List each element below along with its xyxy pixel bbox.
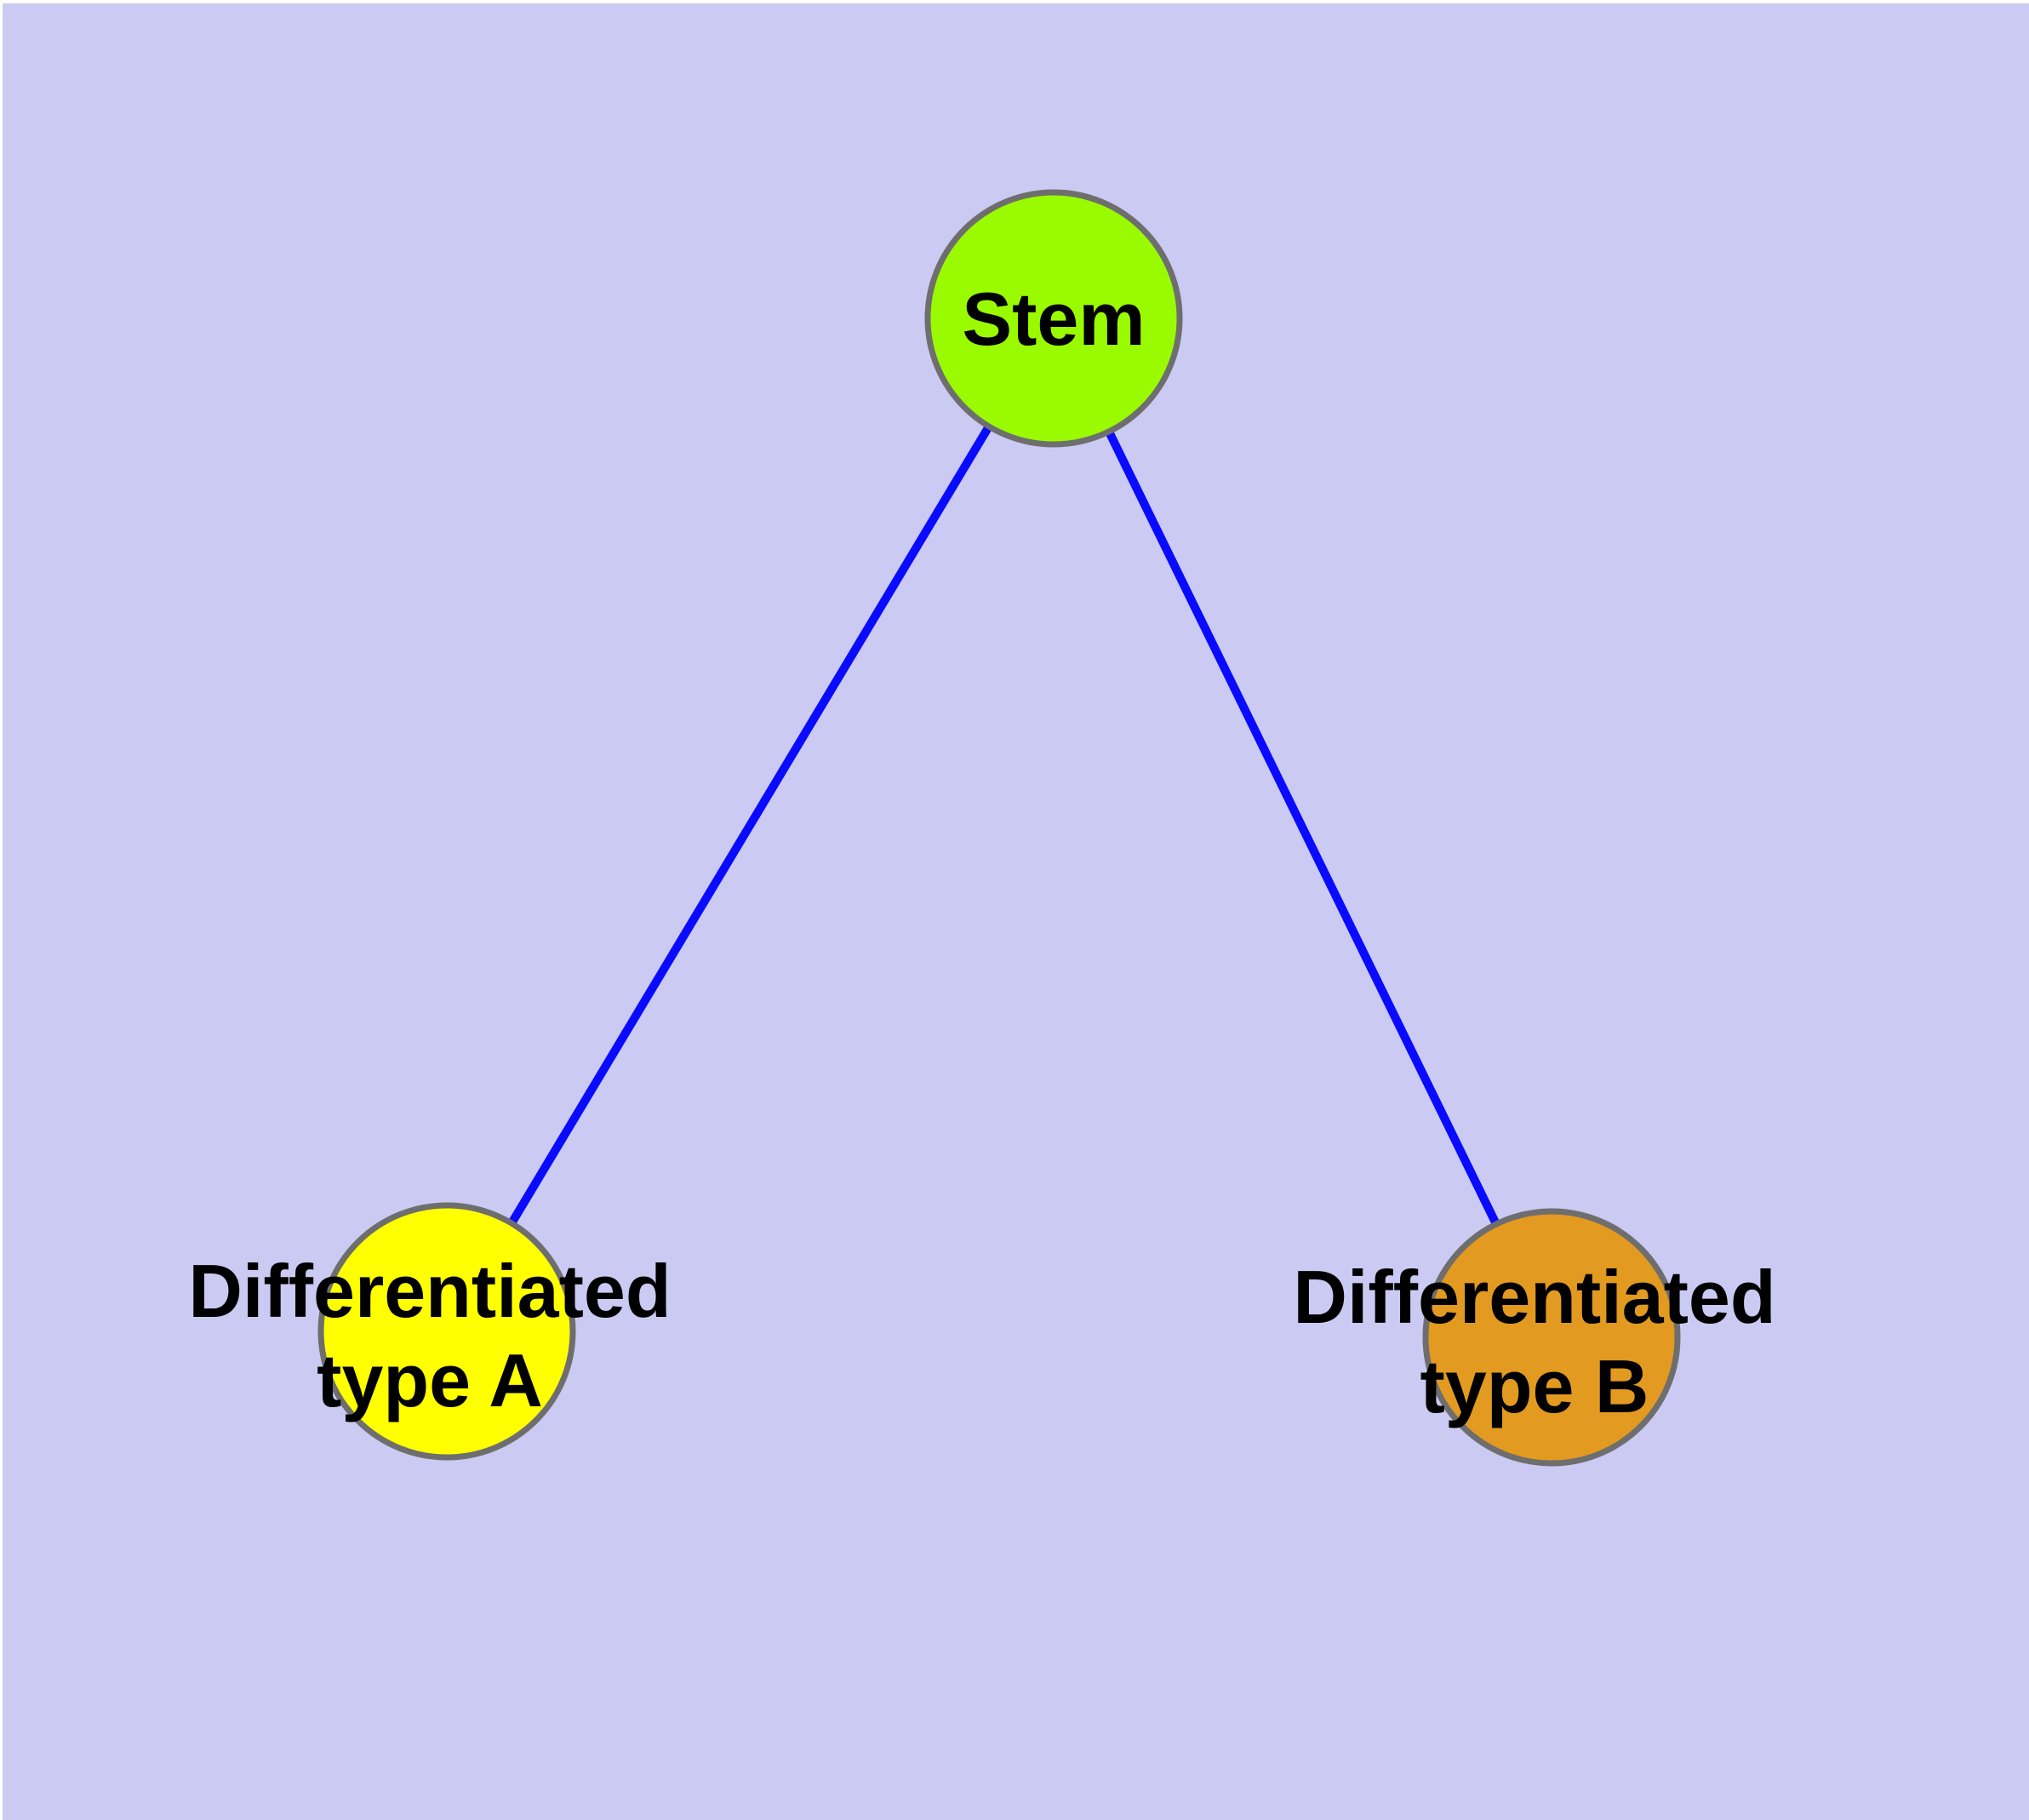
node-stem-circle [924, 189, 1183, 448]
node-type-a-circle [317, 1202, 576, 1461]
node-type-b: Differentiated type B [1293, 1208, 1776, 1467]
node-type-b-label-line1: Differentiated [1293, 1255, 1775, 1339]
node-type-b-label-line2: type B [1420, 1344, 1649, 1428]
node-type-a-label-line1: Differentiated [188, 1249, 671, 1333]
node-stem: Stem [924, 189, 1183, 448]
node-type-b-circle [1422, 1208, 1681, 1467]
edge-stem-to-type-b [1049, 316, 1556, 1340]
node-stem-label: Stem [962, 277, 1145, 361]
edge-stem-to-type-a [443, 316, 1058, 1334]
node-type-a-label-line2: type A [317, 1338, 543, 1422]
node-type-a: Differentiated type A [188, 1202, 672, 1461]
